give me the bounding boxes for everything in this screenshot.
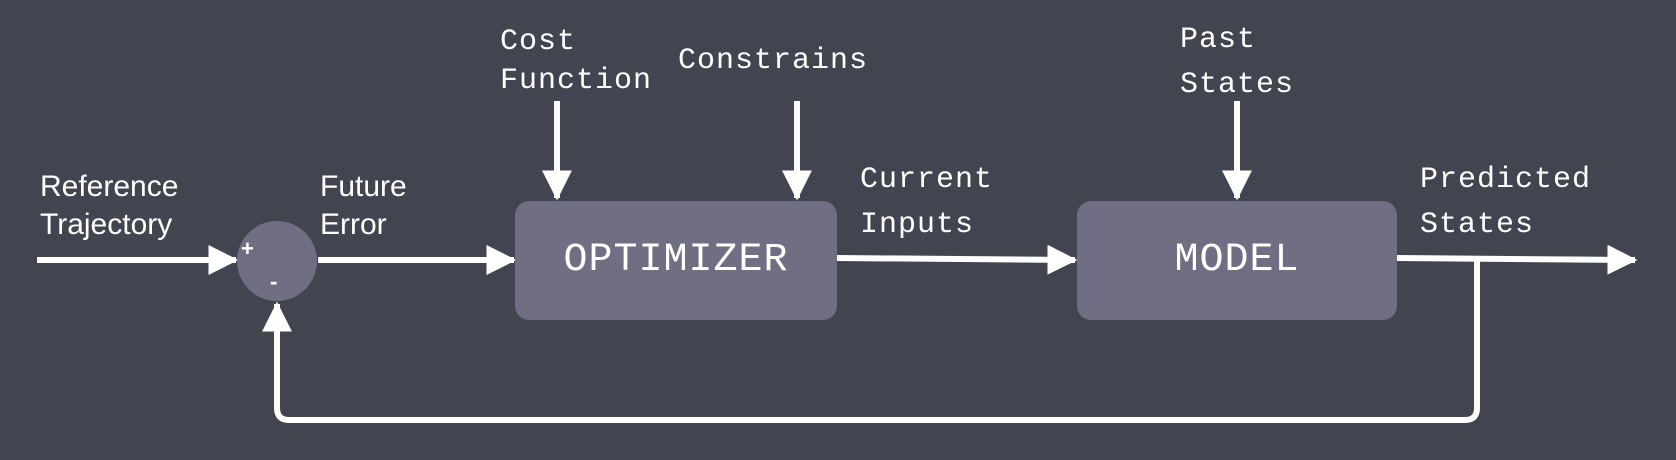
model-block: MODEL [1077,201,1397,320]
cost-function-label: Cost Function [500,25,653,98]
constrains-label: Constrains [678,44,869,78]
optimizer-block: OPTIMIZER [515,201,837,320]
predicted-states-label: Predicted States [1420,163,1592,242]
future-error-label: Future Error [320,170,407,241]
current-inputs-label: Current Inputs [860,163,994,242]
minus-sign: - [270,269,278,294]
past-states-label: Past States [1180,23,1295,102]
summing-junction: + - [237,221,317,301]
feedback-loop-arrow [262,259,1480,423]
optimizer-label: OPTIMIZER [563,238,789,283]
plus-sign: + [241,236,254,261]
current-inputs-arrow [836,244,1078,275]
reference-trajectory-label: Reference Trajectory [40,170,179,241]
model-label: MODEL [1174,238,1300,283]
predicted-states-arrow [1396,244,1638,275]
